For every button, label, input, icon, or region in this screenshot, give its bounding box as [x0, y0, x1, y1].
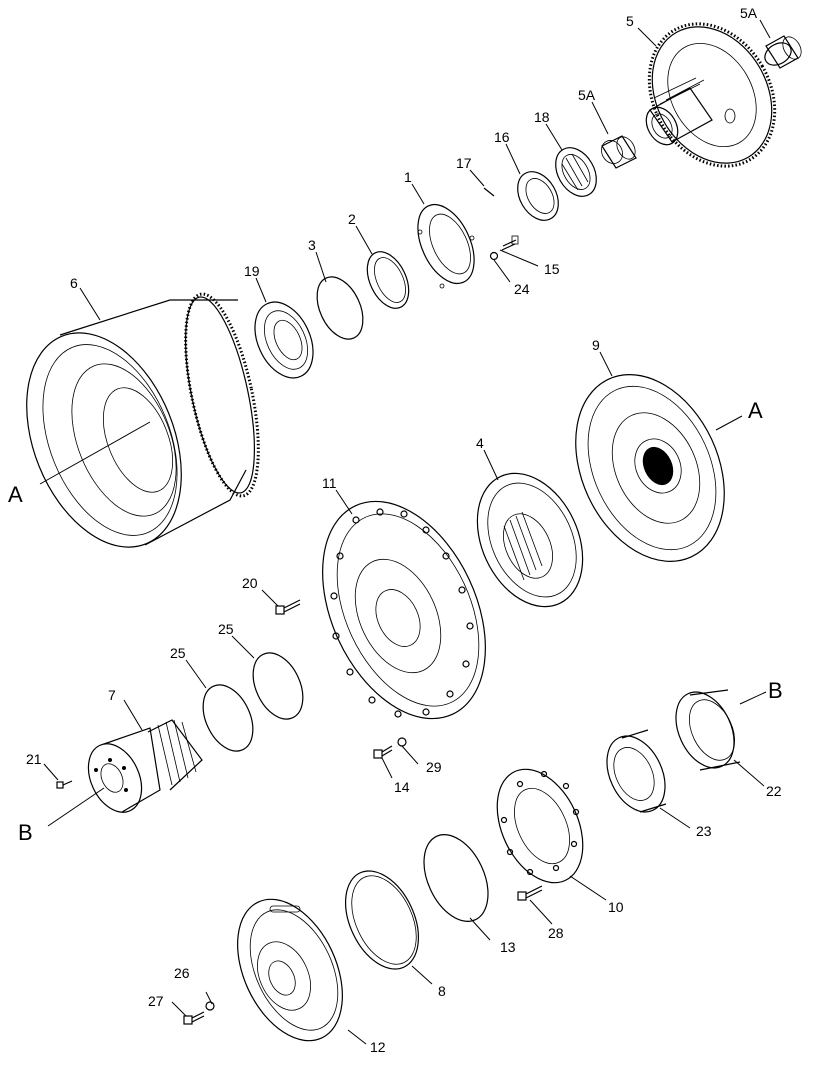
part-13-oring [423, 834, 489, 922]
callout-25-a: 25 [170, 645, 186, 661]
part-24-washer [489, 251, 499, 261]
part-16-retainer [517, 171, 559, 221]
part-25-oring-b [252, 652, 304, 720]
part-10-flange-ring [496, 768, 584, 884]
part-2-ring [366, 251, 410, 309]
callout-3: 3 [308, 237, 316, 253]
part-12-carrier [237, 898, 343, 1042]
callout-25-b: 25 [218, 621, 234, 637]
part-21-screw [56, 780, 73, 789]
callout-14: 14 [394, 779, 410, 795]
part-17-pin [483, 187, 495, 197]
callout-1: 1 [404, 169, 412, 185]
part-1-plate [417, 204, 475, 289]
part-15-bolt [501, 235, 519, 251]
callout-22: 22 [766, 783, 782, 799]
leader-lines [39, 19, 771, 1045]
part-23-cone [606, 729, 667, 813]
callout-12: 12 [370, 1039, 386, 1055]
callout-11: 11 [322, 475, 337, 491]
callout-27: 27 [148, 993, 164, 1009]
part-19-seal [254, 301, 314, 379]
callout-5a-top: 5A [740, 5, 758, 21]
callout-29: 29 [426, 759, 442, 775]
callout-4: 4 [476, 435, 484, 451]
ref-b-left: B [18, 820, 33, 845]
part-4-clutch [476, 472, 584, 608]
part-27-bolt [183, 1011, 205, 1025]
callout-9: 9 [592, 337, 600, 353]
callout-8: 8 [438, 983, 446, 999]
part-7-hub [87, 719, 203, 813]
callout-26: 26 [174, 965, 190, 981]
callout-24: 24 [514, 281, 530, 297]
callout-7: 7 [108, 687, 116, 703]
part-5a-bushing-top [764, 35, 802, 69]
ref-b-right: B [768, 678, 783, 703]
part-11-flange [322, 500, 486, 720]
callout-2: 2 [348, 211, 356, 227]
part-3-oring [316, 276, 364, 340]
part-8-ring [345, 870, 419, 970]
part-29-washer [397, 737, 407, 747]
reference-letters: A A B B [8, 398, 783, 845]
callout-19: 19 [244, 263, 260, 279]
part-26-washer [205, 1001, 215, 1011]
part-5-gear [645, 22, 777, 168]
callout-5a-mid: 5A [578, 87, 596, 103]
callout-6: 6 [70, 275, 78, 291]
callout-23: 23 [696, 823, 712, 839]
callout-28: 28 [548, 925, 564, 941]
part-6-drum [26, 292, 260, 548]
callout-16: 16 [494, 129, 510, 145]
callout-10: 10 [608, 899, 624, 915]
callout-labels: 5 5A 5A 18 16 17 1 2 3 19 15 24 6 9 4 11… [26, 5, 782, 1055]
callout-18: 18 [534, 109, 550, 125]
part-28-bolt [517, 885, 543, 901]
ref-a-left: A [8, 482, 23, 507]
part-14-bolt [373, 745, 393, 759]
part-20-bolt [275, 599, 301, 615]
part-18-bearing [555, 147, 597, 197]
part-5a-bushing-mid [601, 135, 637, 169]
part-9-cover [575, 374, 725, 562]
callout-20: 20 [242, 575, 258, 591]
part-25-oring-a [202, 684, 254, 752]
ref-a-right: A [748, 398, 763, 423]
callout-17: 17 [456, 155, 472, 171]
callout-5: 5 [626, 13, 634, 29]
part-22-cup [675, 689, 741, 771]
callout-13: 13 [500, 939, 516, 955]
callout-15: 15 [544, 261, 560, 277]
callout-21: 21 [26, 751, 42, 767]
